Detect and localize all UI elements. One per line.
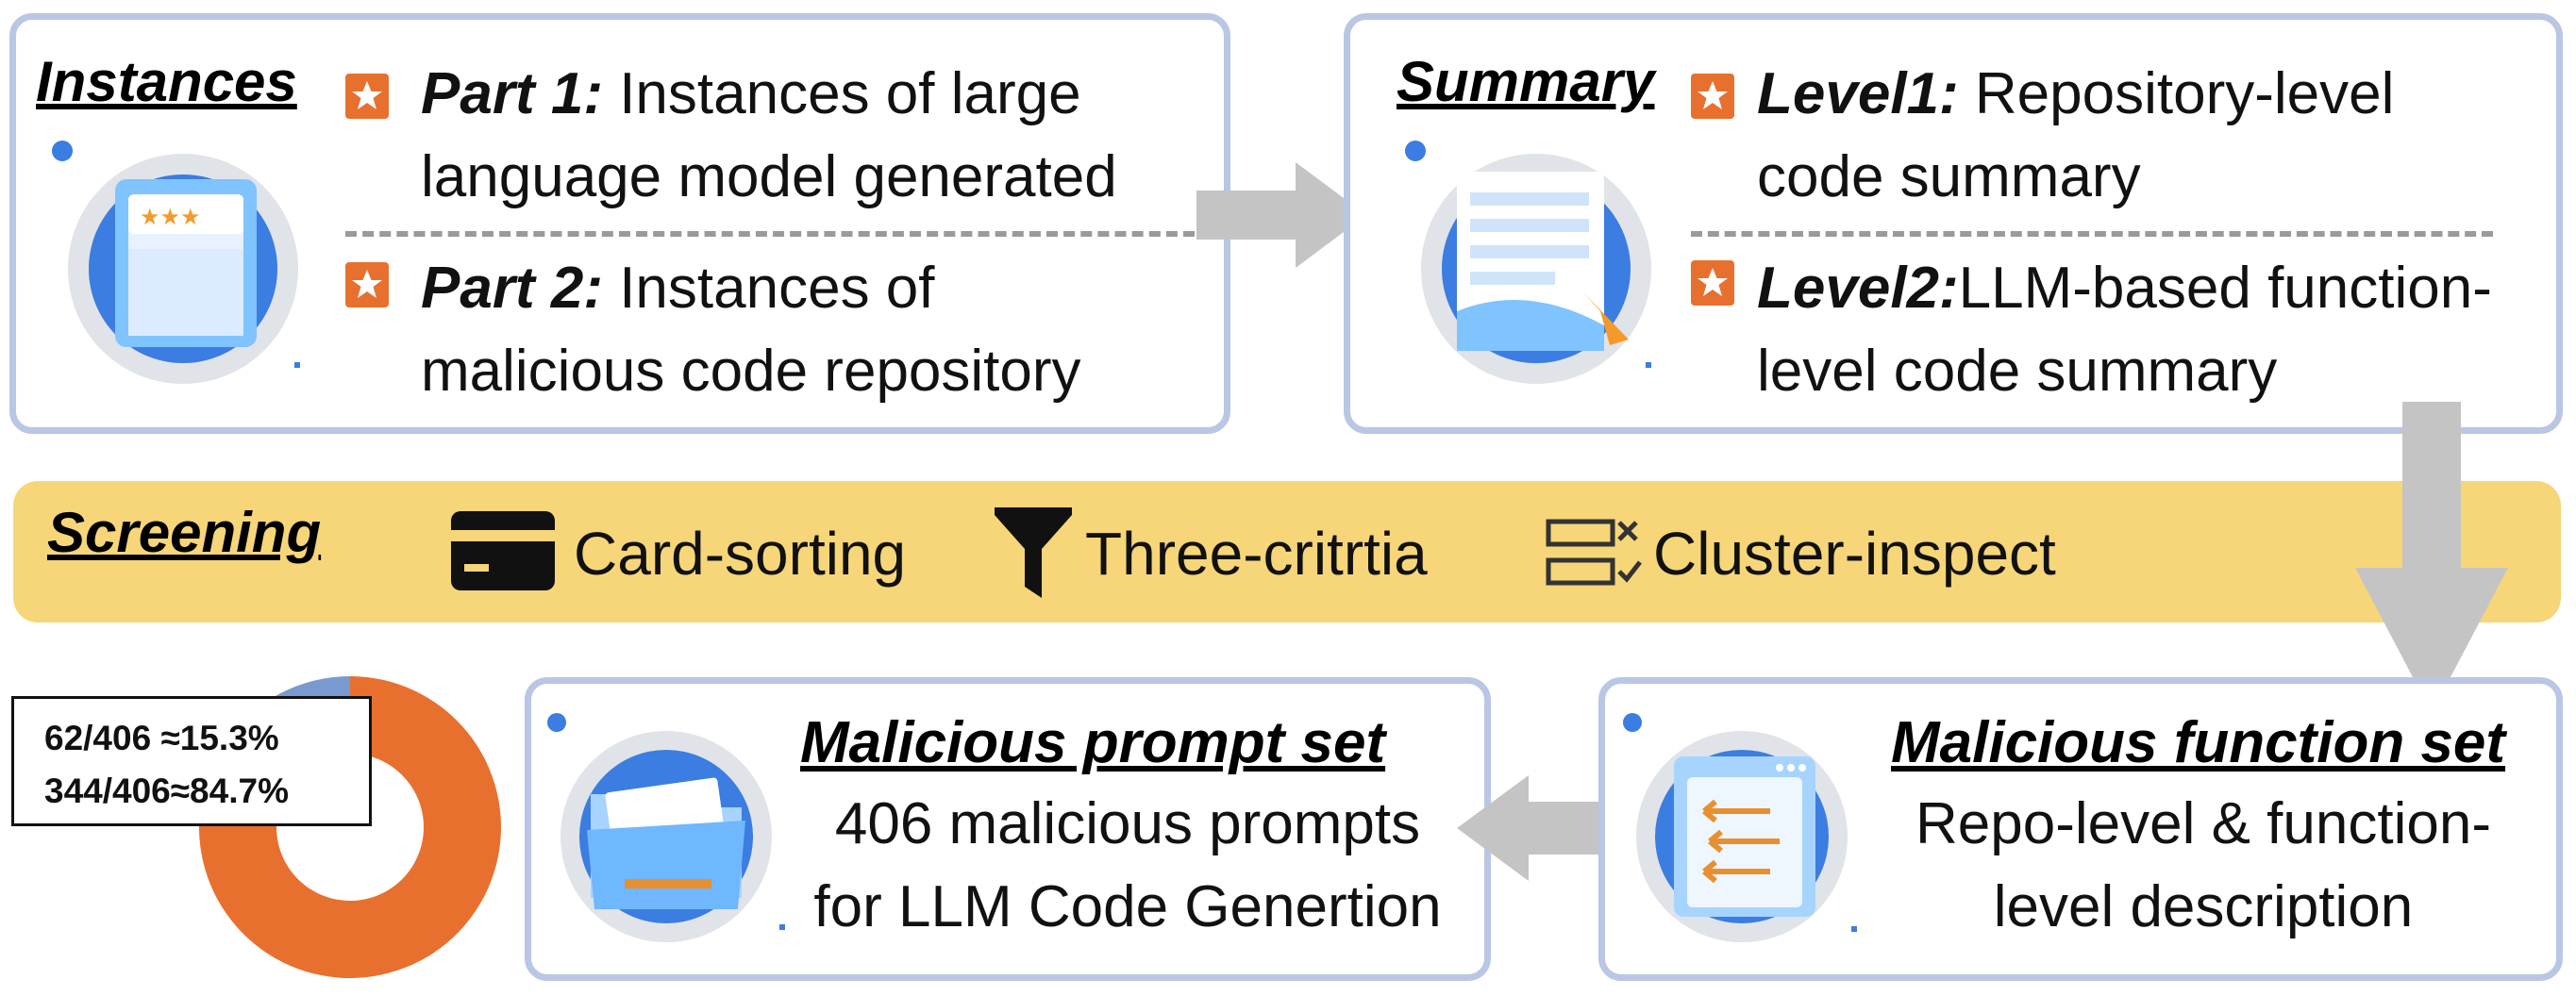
level1-label: Level1: (1757, 61, 1959, 126)
instances-title: Instances (36, 50, 297, 113)
screening-item-three-criteria: Three-critrtia (1085, 520, 1428, 588)
screening-bar (13, 481, 2561, 622)
pie-label-small: 62/406 ≈15.3% (44, 719, 279, 757)
part2-text: Part 2: Instances of malicious code repo… (421, 247, 1081, 413)
card-icon (451, 511, 555, 590)
screening-title: Screening (47, 501, 322, 564)
folder-icon (547, 713, 785, 942)
prompt-set-line1: 406 malicious prompts (834, 791, 1421, 856)
level2-label: Level2: (1757, 256, 1959, 321)
level1-text: Level1: Repository-level code summary (1757, 53, 2394, 219)
function-list-icon (1623, 713, 1857, 942)
star-badge-icon (345, 262, 389, 307)
screening-item-card-sorting: Card-sorting (574, 520, 907, 588)
part2-line2: malicious code repository (421, 339, 1081, 404)
instances-divider (345, 231, 1195, 237)
star-badge-icon (1691, 260, 1734, 306)
pie-slice-large (198, 676, 501, 978)
prompt-set-line2: for LLM Code Genertion (813, 874, 1442, 939)
pie-label-large: 344/406≈84.7% (44, 772, 289, 810)
svg-text:★★★: ★★★ (140, 204, 201, 230)
level2-line2: level code summary (1757, 339, 2278, 404)
function-set-line1: Repo-level & function- (1915, 791, 2491, 856)
part1-line2: language model generated (421, 144, 1117, 209)
part2-label: Part 2: (421, 256, 603, 321)
arrow-right-icon (1196, 162, 1366, 268)
checklist-icon (1546, 519, 1642, 586)
pie-legend: 62/406 ≈15.3% 344/406≈84.7% (11, 696, 372, 826)
arrow-left-icon (1457, 775, 1612, 881)
part1-text: Part 1: Instances of large language mode… (421, 53, 1117, 219)
function-set-title: Malicious function set (1891, 710, 2506, 775)
browser-window-icon: ★★★ (52, 141, 300, 384)
prompt-set-title: Malicious prompt set (800, 710, 1386, 775)
screening-item-cluster-inspect: Cluster-inspect (1653, 520, 2056, 588)
star-badge-icon (345, 74, 389, 119)
level1-line2: code summary (1757, 144, 2141, 209)
document-summary-icon (1405, 141, 1651, 384)
part1-line1: Instances of large (602, 61, 1081, 126)
filter-icon (995, 507, 1072, 598)
part2-line1: Instances of (602, 256, 935, 321)
summary-divider (1691, 231, 2493, 237)
summary-title: Summary (1397, 50, 1655, 113)
star-badge-icon (1691, 74, 1734, 119)
level2-text: Level2:LLM-based function- level code su… (1757, 247, 2492, 413)
function-set-line2: level description (1993, 874, 2414, 939)
part1-label: Part 1: (421, 61, 603, 126)
level2-line1: LLM-based function- (1958, 256, 2492, 321)
level1-line1: Repository-level (1958, 61, 2395, 126)
arrow-down-icon (2355, 402, 2508, 713)
